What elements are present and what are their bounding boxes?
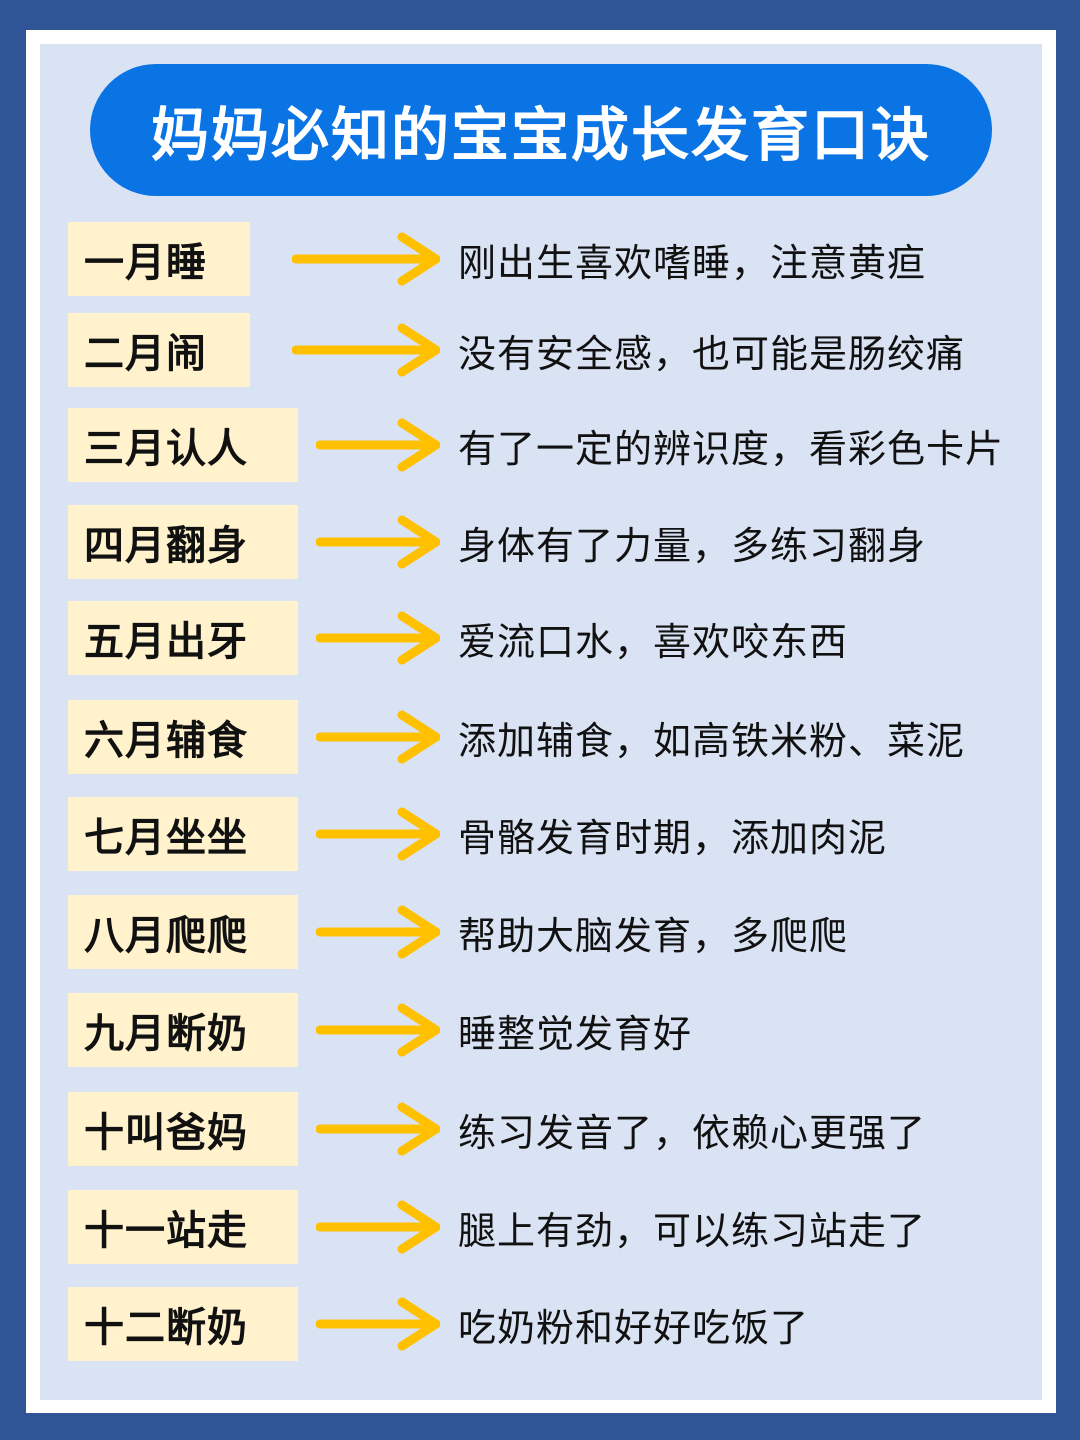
right-arrow-icon [316, 611, 440, 665]
milestone-row: 四月翻身 身体有了力量，多练习翻身 [0, 505, 1080, 579]
milestone-description: 有了一定的辨识度，看彩色卡片 [458, 426, 1005, 471]
milestone-description: 腿上有劲，可以练习站走了 [458, 1208, 927, 1253]
milestone-label: 十二断奶 [84, 1305, 248, 1351]
right-arrow-icon [316, 418, 440, 472]
milestone-description: 没有安全感，也可能是肠绞痛 [458, 331, 966, 376]
milestone-description: 骨骼发育时期，添加肉泥 [458, 815, 888, 860]
right-arrow-icon [316, 1003, 440, 1057]
milestone-description: 睡整觉发育好 [458, 1011, 693, 1056]
milestone-label: 五月出牙 [84, 619, 248, 665]
right-arrow-icon [316, 807, 440, 861]
milestone-label-box: 九月断奶 [68, 993, 298, 1067]
milestone-row: 二月闹 没有安全感，也可能是肠绞痛 [0, 313, 1080, 387]
milestone-label-box: 二月闹 [68, 313, 250, 387]
milestone-label-box: 三月认人 [68, 408, 298, 482]
milestone-row: 十一站走 腿上有劲，可以练习站走了 [0, 1190, 1080, 1264]
milestone-description: 吃奶粉和好好吃饭了 [458, 1305, 810, 1350]
milestone-row: 八月爬爬 帮助大脑发育，多爬爬 [0, 895, 1080, 969]
milestone-label: 九月断奶 [84, 1011, 248, 1057]
milestone-label-box: 五月出牙 [68, 601, 298, 675]
milestone-label: 十一站走 [84, 1208, 248, 1254]
milestone-label: 一月睡 [84, 240, 207, 286]
milestone-row: 十二断奶 吃奶粉和好好吃饭了 [0, 1287, 1080, 1361]
milestone-row: 七月坐坐 骨骼发育时期，添加肉泥 [0, 797, 1080, 871]
right-arrow-icon [316, 1102, 440, 1156]
milestone-label-box: 六月辅食 [68, 700, 298, 774]
milestone-label-box: 十一站走 [68, 1190, 298, 1264]
milestone-label: 四月翻身 [84, 523, 248, 569]
milestone-label-box: 一月睡 [68, 222, 250, 296]
right-arrow-icon [316, 515, 440, 569]
milestone-label: 十叫爸妈 [84, 1110, 248, 1156]
milestone-description: 帮助大脑发育，多爬爬 [458, 913, 849, 958]
milestone-label-box: 八月爬爬 [68, 895, 298, 969]
milestone-label: 八月爬爬 [84, 913, 248, 959]
page-title: 妈妈必知的宝宝成长发育口诀 [150, 101, 931, 169]
milestone-row: 一月睡 刚出生喜欢嗜睡，注意黄疸 [0, 222, 1080, 296]
milestone-description: 爱流口水，喜欢咬东西 [458, 619, 849, 664]
milestone-label: 七月坐坐 [84, 815, 248, 861]
milestone-description: 刚出生喜欢嗜睡，注意黄疸 [458, 240, 927, 285]
right-arrow-icon [292, 232, 440, 286]
milestone-description: 身体有了力量，多练习翻身 [458, 523, 927, 568]
title-banner: 妈妈必知的宝宝成长发育口诀 [90, 64, 992, 196]
milestone-label: 三月认人 [84, 426, 248, 472]
right-arrow-icon [316, 710, 440, 764]
milestone-row: 六月辅食 添加辅食，如高铁米粉、菜泥 [0, 700, 1080, 774]
milestone-label: 六月辅食 [84, 718, 248, 764]
milestone-row: 五月出牙 爱流口水，喜欢咬东西 [0, 601, 1080, 675]
milestone-row: 三月认人 有了一定的辨识度，看彩色卡片 [0, 408, 1080, 482]
milestone-row: 九月断奶 睡整觉发育好 [0, 993, 1080, 1067]
milestone-label-box: 十二断奶 [68, 1287, 298, 1361]
right-arrow-icon [316, 1200, 440, 1254]
milestone-row: 十叫爸妈 练习发音了，依赖心更强了 [0, 1092, 1080, 1166]
milestone-label-box: 四月翻身 [68, 505, 298, 579]
milestone-description: 添加辅食，如高铁米粉、菜泥 [458, 718, 966, 763]
milestone-description: 练习发音了，依赖心更强了 [458, 1110, 927, 1155]
right-arrow-icon [316, 905, 440, 959]
right-arrow-icon [316, 1297, 440, 1351]
milestone-label: 二月闹 [84, 331, 207, 377]
milestone-label-box: 七月坐坐 [68, 797, 298, 871]
milestone-label-box: 十叫爸妈 [68, 1092, 298, 1166]
right-arrow-icon [292, 323, 440, 377]
